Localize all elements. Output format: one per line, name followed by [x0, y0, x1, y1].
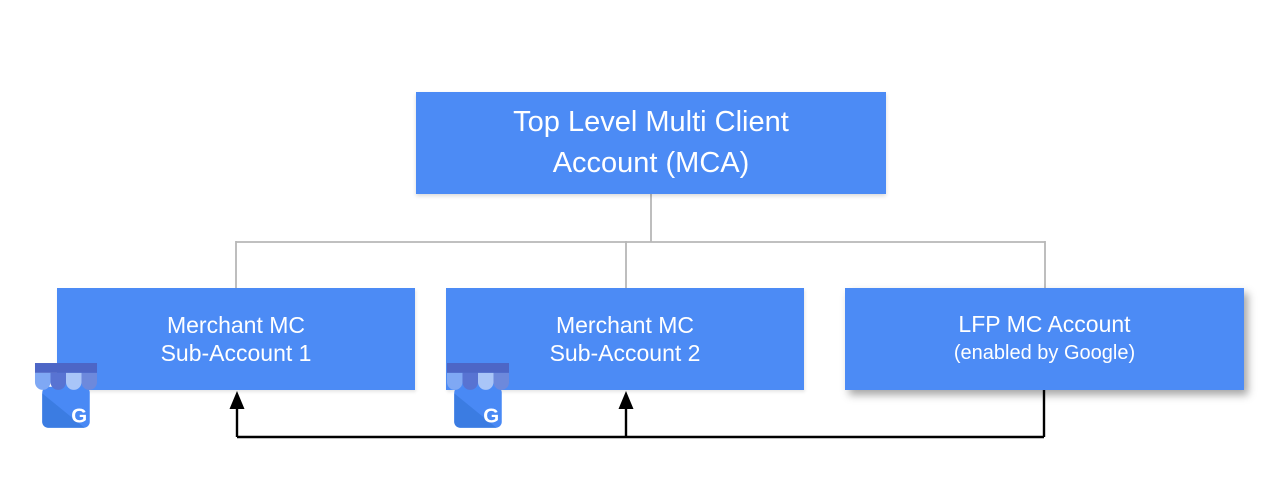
storefront-body	[42, 386, 90, 428]
node-label-line1: Top Level Multi Client	[513, 106, 789, 138]
node-label-line1: Merchant MC	[555, 312, 695, 338]
node-label-line2: Sub-Account 1	[160, 340, 312, 366]
node-top-level-mca: Top Level Multi Client Account (MCA)	[416, 92, 886, 194]
google-g-monogram: G	[483, 404, 499, 427]
awning-scallop-1	[446, 372, 463, 390]
storefront-awning	[34, 363, 98, 390]
tree-connector-lines	[235, 194, 1046, 289]
awning-scallop-2	[50, 372, 66, 390]
awning-top-bar	[446, 363, 510, 373]
node-label-line2: Account (MCA)	[552, 147, 750, 179]
arrowhead-to-sub2-icon	[618, 391, 634, 409]
storefront-awning	[446, 363, 510, 390]
feed-arrow-path	[235, 390, 1046, 439]
node-label-line1: LFP MC Account	[958, 311, 1131, 337]
awning-scallop-1	[34, 372, 51, 390]
arrowhead-to-sub1-icon	[229, 391, 245, 409]
node-lfp-mc-account: LFP MC Account (enabled by Google)	[845, 288, 1244, 390]
awning-scallop-4	[493, 372, 510, 390]
awning-scallop-3	[478, 372, 494, 390]
awning-top-bar	[34, 363, 98, 373]
node-label-line2: (enabled by Google)	[953, 342, 1136, 364]
awning-scallop-4	[81, 372, 98, 390]
storefront-body	[454, 386, 502, 428]
feed-arrows-connector	[229, 390, 1046, 439]
tree-connector	[235, 194, 1046, 289]
node-label-line2: Sub-Account 2	[549, 340, 701, 366]
awning-scallop-2	[462, 372, 478, 390]
node-label-line1: Merchant MC	[166, 312, 306, 338]
google-my-business-icon: G	[34, 363, 98, 428]
google-my-business-icon: G	[446, 363, 510, 428]
awning-scallop-3	[66, 372, 82, 390]
node-merchant-sub-account-1: Merchant MC Sub-Account 1	[57, 288, 415, 390]
google-g-monogram: G	[71, 404, 87, 427]
